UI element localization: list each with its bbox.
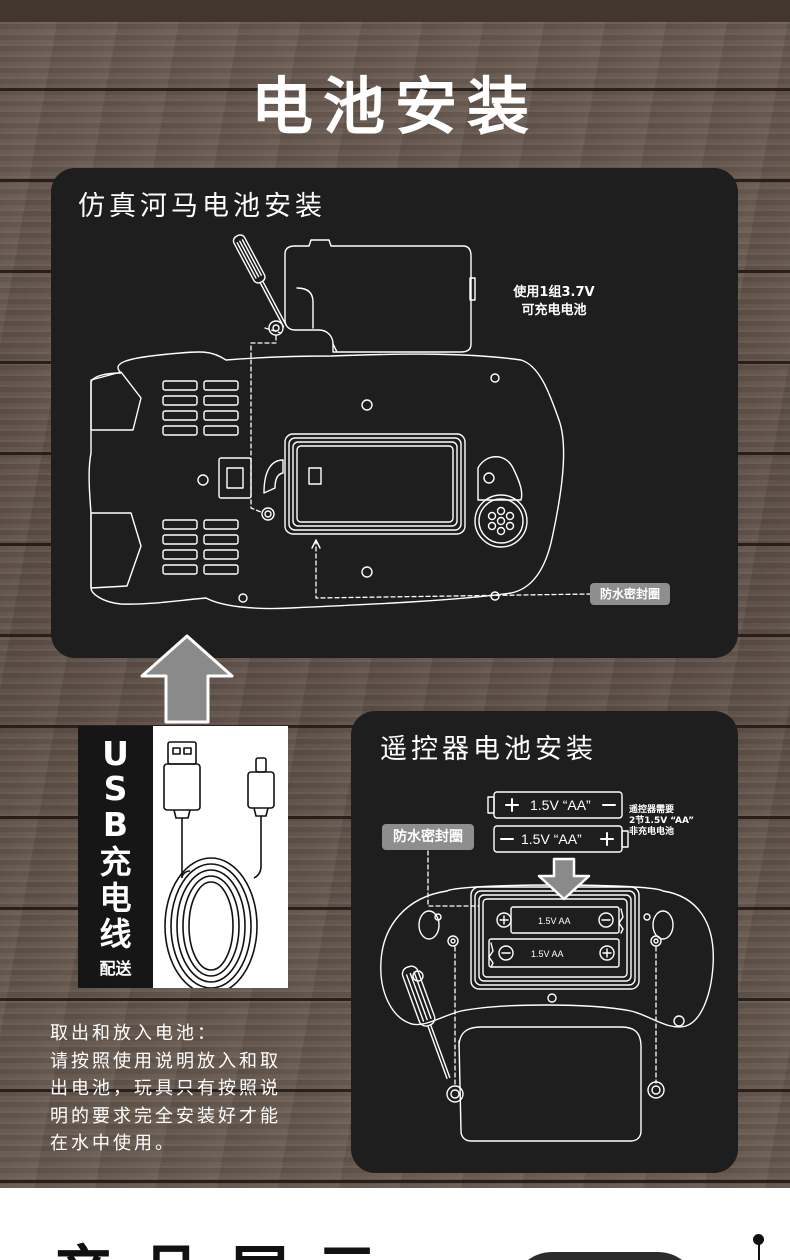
hippo-battery-panel: 仿真河马电池安装	[51, 168, 738, 658]
top-bar	[0, 0, 790, 22]
remote-battery-panel: 遥控器电池安装	[351, 711, 738, 1173]
next-section: 产品展示	[0, 1188, 790, 1260]
cell2-label: 1.5V AA	[531, 949, 564, 959]
vent-grille-top	[162, 380, 239, 436]
hippo-battery-note: 使用1组3.7V 可充电电池	[491, 284, 617, 320]
instructions-line-3: 明的要求完全安装好才能	[50, 1105, 281, 1127]
power-switch	[218, 457, 252, 499]
hippo-underside-diagram	[88, 234, 591, 610]
down-arrow-icon	[537, 857, 591, 901]
hippo-snout-bottom	[90, 512, 142, 589]
remote-battery-compartment	[470, 886, 640, 990]
remote-note-line2: 2节1.5V “AA”	[629, 816, 695, 826]
battery-compartment	[284, 433, 466, 535]
usb-gift-label: 配送	[99, 959, 132, 978]
vent-grille-bottom	[162, 519, 239, 575]
usb-char-chong: 充	[99, 843, 132, 881]
battery-instructions: 取出和放入电池： 请按照使用说明放入和取 出电池，玩具只有按照说 明的要求完全安…	[50, 1020, 340, 1158]
pin-line	[758, 1238, 760, 1260]
hippo-snout-top	[90, 371, 142, 431]
battery1-label: 1.5V “AA”	[530, 797, 591, 813]
page-title: 电池安装	[250, 70, 539, 143]
aa-battery-2	[493, 825, 629, 853]
usb-char-dian: 电	[99, 879, 132, 917]
instructions-line-1: 请按照使用说明放入和取	[50, 1050, 281, 1072]
usb-label-strip: U S B 充 电 线 配送	[78, 726, 153, 988]
hippo-seal-tag: 防水密封圈	[590, 583, 670, 605]
remote-section-title: 遥控器电池安装	[380, 734, 597, 765]
hippo-battery-note-line1: 使用1组3.7V	[513, 285, 595, 300]
remote-body-outline	[380, 884, 714, 1028]
speaker-grille	[474, 456, 528, 548]
usb-char-s: S	[103, 769, 128, 808]
next-section-heading: 产品展示	[52, 1240, 404, 1260]
battery2-label: 1.5V “AA”	[521, 831, 582, 847]
pin-dot	[753, 1234, 764, 1245]
hippo-section-title: 仿真河马电池安装	[78, 191, 326, 222]
hippo-battery-note-line2: 可充电电池	[521, 303, 587, 318]
product-image-top	[512, 1252, 698, 1260]
aa-battery-1	[487, 791, 623, 819]
usb-cable-card: U S B 充 电 线 配送	[78, 726, 288, 988]
usb-char-u: U	[102, 734, 129, 773]
usb-char-xian: 线	[99, 915, 132, 953]
instructions-line-4: 在水中使用。	[50, 1133, 176, 1154]
remote-note-line3: 非充电电池	[629, 827, 675, 837]
hippo-body-outline	[88, 351, 565, 610]
remote-note-line1: 遥控器需要	[629, 805, 675, 815]
screwdriver-icon	[232, 234, 287, 328]
usb-char-b: B	[102, 805, 129, 844]
instructions-heading: 取出和放入电池：	[50, 1023, 218, 1044]
remote-battery-note: 遥控器需要 2节1.5V “AA” 非充电电池	[629, 805, 709, 838]
battery-pack	[284, 239, 476, 353]
cell1-label: 1.5V AA	[538, 916, 571, 926]
remote-screwdriver-icon	[401, 965, 451, 1080]
usb-cable-icon	[163, 741, 275, 988]
remote-diagram: 1.5V “AA” 1.5V “AA” 1.5V AA 1.5V AA	[380, 791, 714, 1142]
instructions-line-2: 出电池，玩具只有按照说	[50, 1078, 281, 1099]
remote-seal-tag: 防水密封圈	[382, 824, 474, 850]
